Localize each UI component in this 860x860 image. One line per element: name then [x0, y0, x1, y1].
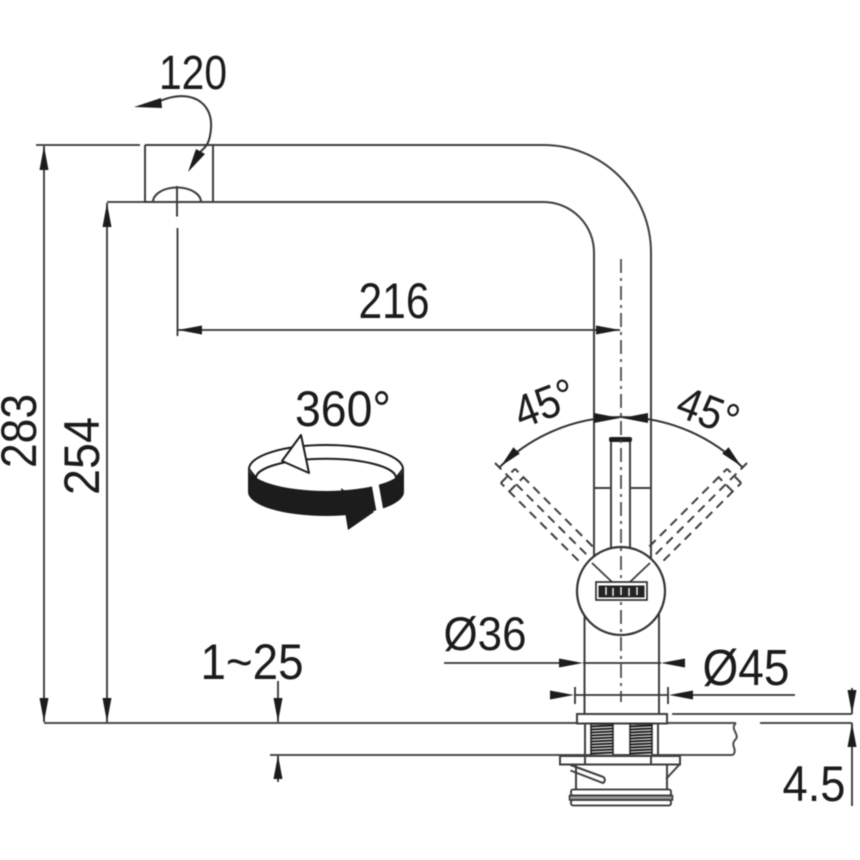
- svg-text:254: 254: [54, 417, 110, 495]
- svg-text:1~25: 1~25: [201, 634, 304, 690]
- svg-text:4.5: 4.5: [783, 756, 846, 812]
- svg-text:Ø36: Ø36: [444, 607, 527, 660]
- svg-text:45°: 45°: [506, 368, 583, 439]
- svg-text:216: 216: [359, 273, 430, 329]
- svg-text:Ø45: Ø45: [703, 639, 790, 696]
- svg-text:283: 283: [0, 394, 47, 468]
- svg-text:360°: 360°: [295, 381, 391, 437]
- svg-text:120: 120: [159, 47, 227, 100]
- svg-text:45°: 45°: [670, 376, 747, 447]
